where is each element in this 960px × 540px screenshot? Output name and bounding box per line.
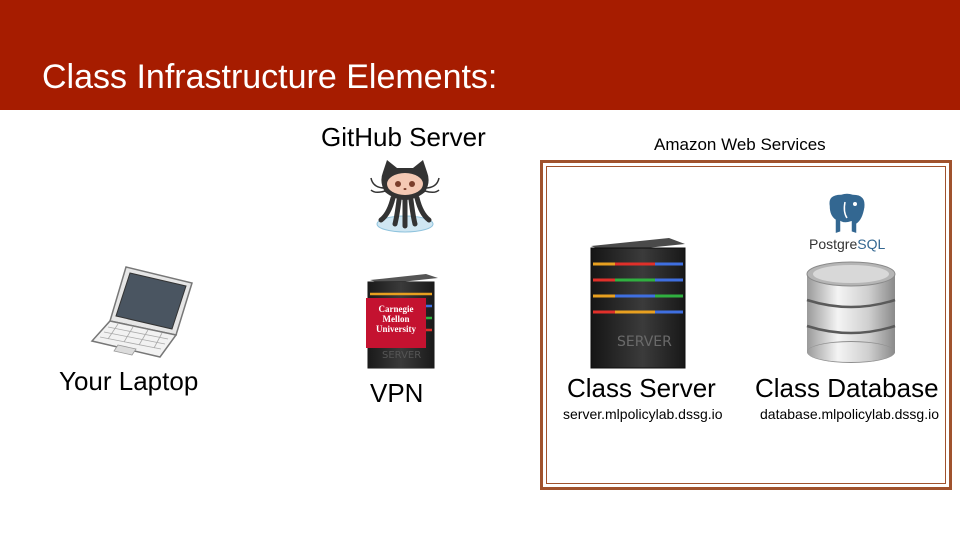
header-bar — [0, 0, 960, 110]
aws-region-inner-border — [546, 166, 946, 484]
class-server-icon: SERVER — [590, 238, 686, 369]
postgresql-wordmark: PostgreSQL — [809, 236, 886, 252]
class-server-label: Class Server — [567, 373, 716, 403]
database-cylinder-icon — [806, 261, 896, 363]
svg-text:SERVER: SERVER — [617, 334, 672, 350]
slide-title: Class Infrastructure Elements: — [42, 58, 498, 96]
laptop-icon — [90, 266, 193, 358]
aws-label: Amazon Web Services — [654, 135, 826, 154]
laptop-label: Your Laptop — [59, 366, 199, 396]
cmu-logo: Carnegie Mellon University — [366, 298, 426, 348]
aws-region-box — [540, 160, 952, 490]
postgresql-elephant-icon — [828, 192, 866, 236]
github-label: GitHub Server — [321, 122, 486, 152]
svg-text:SERVER: SERVER — [382, 350, 421, 361]
github-octocat-icon — [370, 160, 440, 233]
class-database-label: Class Database — [755, 373, 939, 403]
class-server-host: server.mlpolicylab.dssg.io — [563, 406, 723, 422]
vpn-label: VPN — [370, 378, 424, 408]
class-database-host: database.mlpolicylab.dssg.io — [760, 406, 939, 422]
